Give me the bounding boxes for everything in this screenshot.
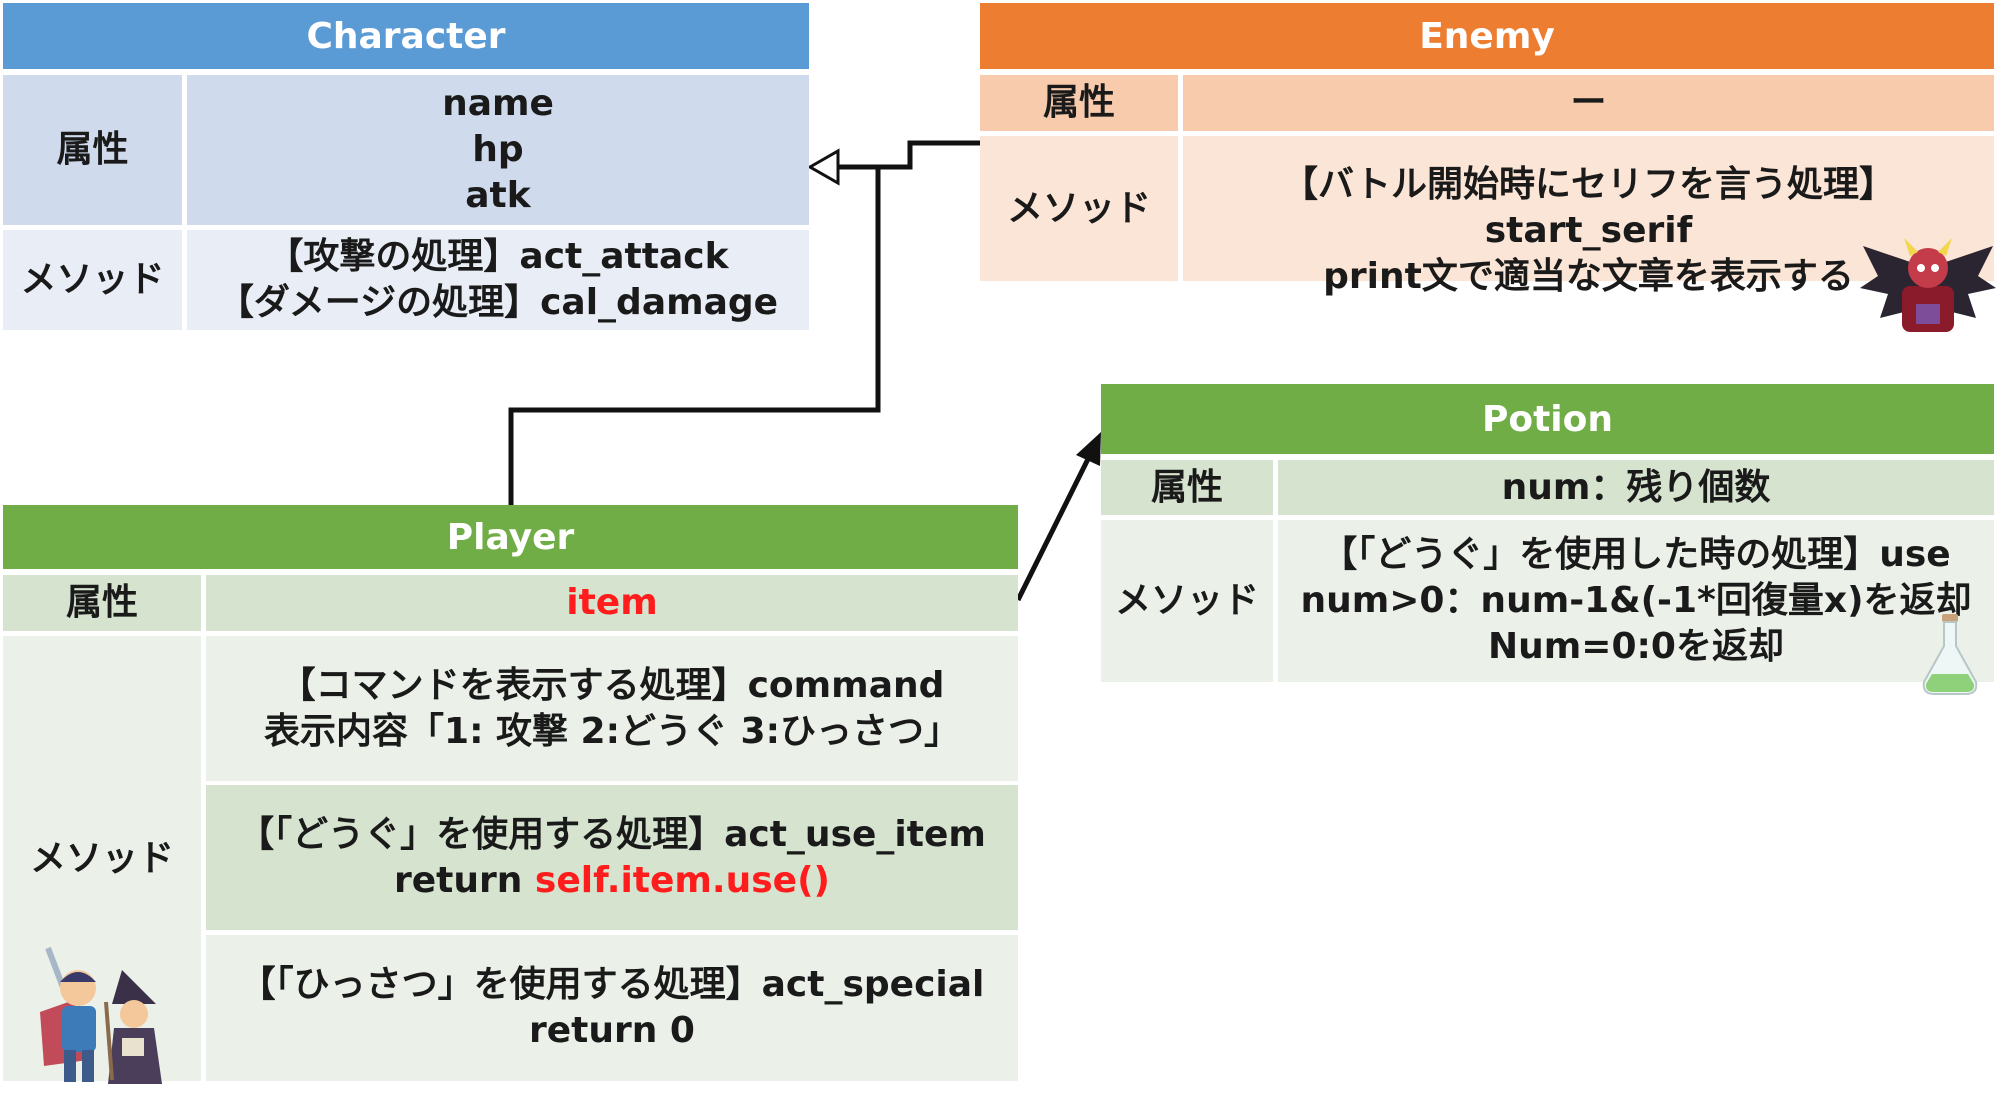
return-keyword: return: [393, 859, 535, 901]
potion-method-return: num>0：num-1&(-1*回復量x)を返却: [1300, 580, 1972, 621]
enemy-method-serif: 【バトル開始時にセリフを言う処理】start_serif: [1281, 164, 1896, 251]
enemy-attr-value: ー: [1183, 75, 1994, 131]
potion-class-title: Potion: [1101, 384, 1994, 454]
potion-method-label: メソッド: [1101, 520, 1273, 682]
self-item-use-call: self.item.use(): [534, 859, 830, 901]
potion-attr-label: 属性: [1101, 460, 1273, 515]
player-class-title: Player: [3, 505, 1018, 569]
player-method-command-desc: 表示内容「1: 攻撃 2:どうぐ 3:ひっさつ」: [264, 710, 960, 752]
player-method-special-return: return 0: [529, 1010, 695, 1051]
hero-party-icon: [40, 946, 162, 1084]
player-class: Player 属性 item メソッド 【コマンドを表示する処理】command…: [3, 505, 1018, 1081]
enemy-method-label: メソッド: [980, 136, 1178, 281]
potion-method-values: 【「どうぐ」を使用した時の処理】use num>0：num-1&(-1*回復量x…: [1278, 520, 1994, 682]
player-inheritance-line: [508, 167, 881, 505]
player-method-use-item-return: return self.item.use(): [394, 858, 830, 904]
enemy-method-print: print文で適当な文章を表示する: [1323, 256, 1854, 297]
enemy-class: Enemy 属性 ー メソッド 【バトル開始時にセリフを言う処理】start_s…: [980, 3, 1994, 297]
character-class: Character 属性 name hp atk メソッド 【攻撃の処理】act…: [3, 3, 809, 330]
potion-flask-icon: [1922, 614, 1978, 695]
character-method-damage: 【ダメージの処理】cal_damage: [217, 282, 779, 323]
player-method-label: メソッド: [3, 636, 201, 1081]
enemy-attr-label: 属性: [980, 75, 1178, 131]
player-method-special: 【「ひっさつ」を使用する処理】act_special return 0: [206, 935, 1018, 1081]
character-method-attack: 【攻撃の処理】act_attack: [267, 236, 729, 277]
character-attr-name: name: [442, 83, 554, 124]
enemy-inheritance-line: [835, 140, 980, 170]
character-class-title: Character: [3, 3, 809, 69]
character-attr-label: 属性: [3, 75, 182, 225]
character-attr-atk: atk: [465, 175, 531, 216]
player-method-command: 【コマンドを表示する処理】command 表示内容「1: 攻撃 2:どうぐ 3:…: [206, 636, 1018, 781]
player-method-use-item: 【「どうぐ」を使用する処理】act_use_item return self.i…: [206, 785, 1018, 930]
potion-method-use: 【「どうぐ」を使用した時の処理】use: [1321, 534, 1951, 575]
player-method-special-title: 【「ひっさつ」を使用する処理】act_special: [239, 964, 985, 1005]
player-attr-label: 属性: [3, 575, 201, 631]
inheritance-arrowhead: [806, 148, 840, 186]
character-attr-hp: hp: [472, 129, 524, 170]
demon-king-icon: [1860, 238, 1996, 332]
potion-attr-value: num：残り個数: [1278, 460, 1994, 515]
character-method-label: メソッド: [3, 230, 182, 330]
potion-method-zero: Num=0:0を返却: [1488, 626, 1784, 667]
potion-class: Potion 属性 num：残り個数 メソッド 【「どうぐ」を使用した時の処理】…: [1101, 384, 1994, 682]
association-arrowhead: [1076, 432, 1101, 466]
character-method-values: 【攻撃の処理】act_attack 【ダメージの処理】cal_damage: [187, 230, 809, 330]
player-method-command-title: 【コマンドを表示する処理】command: [279, 664, 945, 706]
player-method-use-item-title: 【「どうぐ」を使用する処理】act_use_item: [238, 813, 986, 855]
enemy-method-values: 【バトル開始時にセリフを言う処理】start_serif print文で適当な文…: [1183, 136, 1994, 297]
player-potion-association-line: [1015, 453, 1093, 602]
enemy-class-title: Enemy: [980, 3, 1994, 69]
character-attr-values: name hp atk: [187, 75, 809, 225]
player-attr-item: item: [206, 575, 1018, 631]
